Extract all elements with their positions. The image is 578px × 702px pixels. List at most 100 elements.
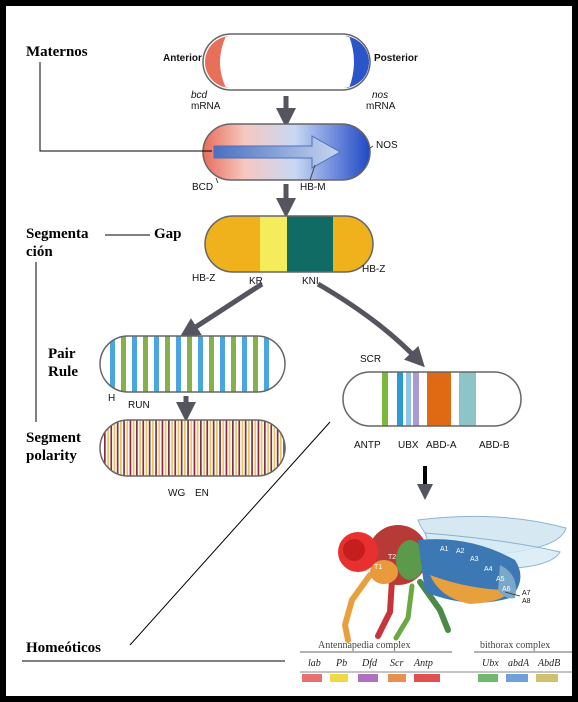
gene-abdb: AbdB <box>538 658 560 669</box>
pair-rule-stripe <box>143 336 148 392</box>
segment-polarity-stripe <box>270 420 272 476</box>
segment-polarity-stripe <box>120 420 122 476</box>
wg-label: WG <box>168 488 185 499</box>
fly-t1-label: T1 <box>374 564 382 571</box>
gene-pb: Pb <box>336 658 347 669</box>
pair-rule-stripe <box>165 336 170 392</box>
gene-antp: Antp <box>414 658 433 669</box>
fly-a7-label: A7 <box>522 590 531 597</box>
pair-rule-stripe <box>231 336 236 392</box>
pair-rule-stripe <box>209 336 214 392</box>
segment-polarity-stripe <box>206 420 208 476</box>
segment-polarity-stripe <box>229 420 231 476</box>
pair-rule-stripe <box>154 336 159 392</box>
fly-a1-label: A1 <box>440 546 449 553</box>
segment-polarity-stripe <box>251 420 253 476</box>
fly-t2-label: T2 <box>388 554 396 561</box>
segment-polarity-stripe <box>197 420 199 476</box>
stage-segmentacion-line2: ción <box>26 244 53 261</box>
segment-polarity-stripe <box>203 420 205 476</box>
fly-a8-label: A8 <box>522 598 531 605</box>
stage-maternos: Maternos <box>26 44 88 61</box>
ubx-label: UBX <box>398 440 419 451</box>
segment-polarity-stripe <box>210 420 212 476</box>
segment-polarity-stripe <box>178 420 180 476</box>
segment-polarity-stripe <box>155 420 157 476</box>
fly-illustration <box>338 516 566 640</box>
segment-polarity-stripe <box>136 420 138 476</box>
segment-polarity-stripe <box>133 420 135 476</box>
stage-segment-polarity-line1: Segment <box>26 430 81 447</box>
segment-polarity-stripe <box>142 420 144 476</box>
segment-polarity-stripe <box>242 420 244 476</box>
homeotic-embryo <box>343 372 521 426</box>
segment-polarity-stripe <box>194 420 196 476</box>
segment-polarity-stripe <box>171 420 173 476</box>
segment-polarity-stripe <box>162 420 164 476</box>
segment-polarity-stripe <box>149 420 151 476</box>
stage-segment-polarity-line2: polarity <box>26 448 77 465</box>
nos-gene-label: nos <box>372 90 388 101</box>
segment-polarity-stripe <box>254 420 256 476</box>
stage-homeoticos: Homeóticos <box>26 640 101 657</box>
segment-polarity-stripe <box>245 420 247 476</box>
segment-polarity-stripe <box>248 420 250 476</box>
segment-polarity-stripe <box>274 420 276 476</box>
segment-polarity-stripe <box>286 420 288 476</box>
segment-polarity-stripe <box>123 420 125 476</box>
gene-dfd: Dfd <box>362 658 377 669</box>
bithorax-complex-label: bithorax complex <box>480 640 550 651</box>
posterior-label: Posterior <box>374 53 418 64</box>
segment-polarity-stripe <box>126 420 128 476</box>
maternal-gradient-embryo <box>203 124 370 180</box>
segment-polarity-stripe <box>146 420 148 476</box>
segment-polarity-stripe <box>130 420 132 476</box>
bcd-gene-label: bcd <box>191 90 207 101</box>
gene-lab: lab <box>308 658 321 669</box>
pair-rule-stripe <box>242 336 247 392</box>
segment-polarity-stripe <box>117 420 119 476</box>
kni-label: KNI <box>302 276 319 287</box>
run-label: RUN <box>128 400 150 411</box>
segment-polarity-stripe <box>216 420 218 476</box>
segment-polarity-stripe <box>114 420 116 476</box>
bcd-mrna-label: mRNA <box>191 101 220 112</box>
segment-polarity-stripe <box>158 420 160 476</box>
h-label: H <box>108 393 115 404</box>
abd-a-label: ABD-A <box>426 440 457 451</box>
bcd-protein-label: BCD <box>192 182 213 193</box>
segment-polarity-stripe <box>238 420 240 476</box>
segment-polarity-stripe <box>258 420 260 476</box>
segment-polarity-stripe <box>219 420 221 476</box>
segment-polarity-stripe <box>168 420 170 476</box>
pair-rule-embryo <box>100 336 285 392</box>
segment-polarity-stripe <box>104 420 106 476</box>
fly-a5-label: A5 <box>496 576 505 583</box>
maternal-embryo <box>203 34 370 90</box>
fly-a3-label: A3 <box>470 556 479 563</box>
nos-protein-label: NOS <box>376 140 398 151</box>
segment-polarity-stripe <box>213 420 215 476</box>
segment-polarity-stripe <box>190 420 192 476</box>
gene-scr: Scr <box>390 658 403 669</box>
antennapedia-complex-label: Antennapedia complex <box>318 640 410 651</box>
fly-a4-label: A4 <box>484 566 493 573</box>
segment-polarity-stripe <box>184 420 186 476</box>
stage-pair-rule-line2: Rule <box>48 364 78 381</box>
segment-polarity-stripe <box>267 420 269 476</box>
segment-polarity-stripe <box>200 420 202 476</box>
stage-gap: Gap <box>154 226 182 243</box>
arrow-to-homeotic <box>318 284 418 360</box>
segment-polarity-stripe <box>222 420 224 476</box>
segment-polarity-stripe <box>110 420 112 476</box>
pair-rule-stripe <box>198 336 203 392</box>
antp-label: ANTP <box>354 440 381 451</box>
fly-a2-label: A2 <box>456 548 465 555</box>
segment-polarity-stripe <box>232 420 234 476</box>
segment-polarity-stripe <box>226 420 228 476</box>
segment-polarity-stripe <box>264 420 266 476</box>
fly-a6-label: A6 <box>502 586 511 593</box>
gene-abda: abdA <box>508 658 529 669</box>
pair-rule-stripe <box>253 336 258 392</box>
